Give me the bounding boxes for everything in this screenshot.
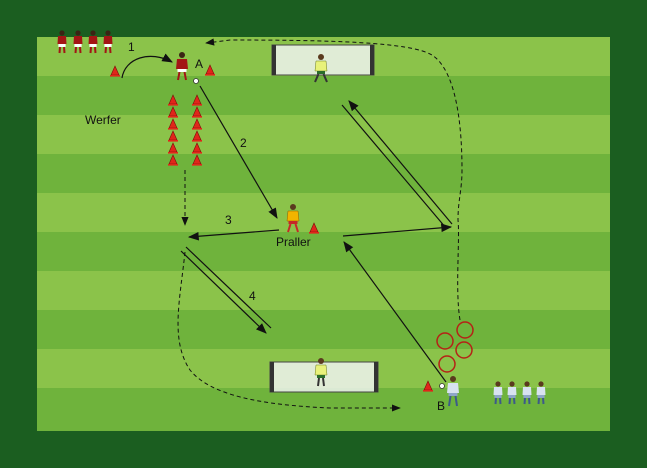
point-a-label: A (195, 57, 203, 71)
point-b-label: B (437, 399, 445, 413)
praller-label: Praller (276, 235, 311, 249)
blue-player-b (447, 376, 459, 407)
step-3-label: 3 (225, 213, 232, 227)
rings (436, 321, 474, 373)
run-paths (177, 38, 463, 412)
praller-player (286, 204, 300, 233)
step-2-label: 2 (240, 136, 247, 150)
pitch (37, 37, 610, 431)
ball (439, 383, 445, 389)
werfer-label: Werfer (85, 113, 121, 127)
pass-arrows (121, 53, 453, 383)
werfer-player (176, 52, 188, 81)
step-1-label: 1 (128, 40, 135, 54)
goalkeeper-bottom (314, 358, 328, 387)
step-4-label: 4 (249, 289, 256, 303)
ball (193, 78, 199, 84)
goalkeeper-top (314, 54, 328, 83)
